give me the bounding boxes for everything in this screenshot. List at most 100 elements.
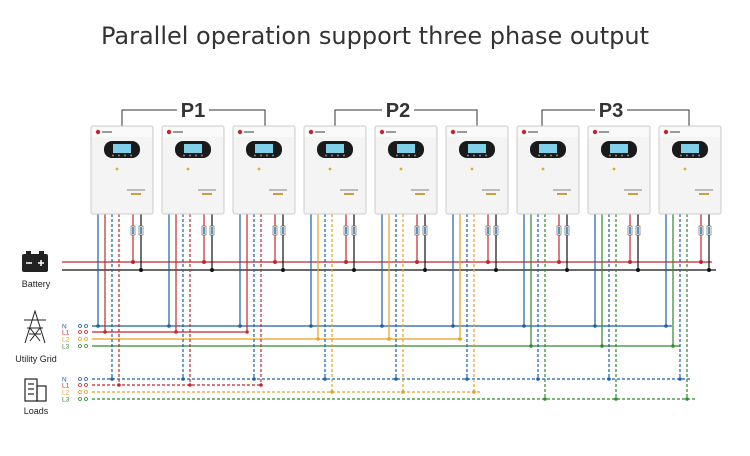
panel-button (331, 154, 333, 157)
status-led (257, 167, 261, 171)
inverter-unit (587, 125, 651, 215)
status-led (612, 167, 616, 171)
junction-dot (316, 337, 320, 341)
group-bracket-left (334, 109, 382, 126)
junction-dot (664, 324, 668, 328)
junction-dot (210, 268, 214, 272)
panel-button (254, 154, 256, 157)
status-led (328, 167, 332, 171)
brand-name (457, 131, 467, 133)
panel-button (538, 154, 540, 157)
junction-dot (415, 260, 419, 264)
load-line-label-l1: L1 (62, 383, 70, 390)
inverter-body (445, 125, 509, 215)
panel-button (627, 154, 629, 157)
panel-button (272, 154, 274, 157)
terminal-dot (78, 337, 82, 341)
junction-dot (252, 377, 256, 381)
panel-button (195, 154, 197, 157)
spec-label (624, 189, 642, 191)
junction-dot (451, 324, 455, 328)
building-main (24, 378, 38, 402)
junction-dot (323, 377, 327, 381)
junction-dot (614, 397, 618, 401)
junction-dot (259, 383, 263, 387)
spec-label (131, 193, 141, 195)
lcd-screen (397, 144, 415, 153)
junction-dot (472, 390, 476, 394)
junction-dot (671, 344, 675, 348)
spec-label (127, 189, 145, 191)
panel-button (396, 154, 398, 157)
load-line-label-n: N (62, 377, 67, 384)
junction-dot (273, 260, 277, 264)
spec-label (628, 193, 638, 195)
terminal-dot (78, 390, 82, 394)
brand-logo-icon (592, 129, 598, 135)
brand-name (386, 131, 396, 133)
junction-dot (685, 397, 689, 401)
tower-icon (24, 309, 46, 344)
junction-dot (188, 383, 192, 387)
group-bracket-right (627, 109, 690, 126)
panel-button (621, 154, 623, 157)
inverter-top (589, 127, 649, 137)
inverter-body (232, 125, 296, 215)
terminal-dot (78, 344, 82, 348)
brand-logo-icon (166, 129, 172, 135)
panel-button (692, 154, 694, 157)
inverter-body (587, 125, 651, 215)
inverter-top (305, 127, 365, 137)
spec-label (269, 189, 287, 191)
inverter-top (163, 127, 223, 137)
panel-button (485, 154, 487, 157)
panel-button (325, 154, 327, 157)
inverter-unit (445, 125, 509, 215)
junction-dot (167, 324, 171, 328)
junction-dot (96, 324, 100, 328)
terminal-dot (78, 324, 82, 328)
junction-dot (593, 324, 597, 328)
panel-button (260, 154, 262, 157)
lcd-screen (610, 144, 628, 153)
brand-logo-icon (379, 129, 385, 135)
junction-dot (565, 268, 569, 272)
grid-line-label-n: N (62, 324, 67, 331)
panel-button (201, 154, 203, 157)
inverter-unit (516, 125, 580, 215)
junction-dot (139, 268, 143, 272)
junction-dot (380, 324, 384, 328)
brand-logo-icon (663, 129, 669, 135)
junction-dot (394, 377, 398, 381)
inverter-top (376, 127, 436, 137)
lcd-screen (113, 144, 131, 153)
status-led (683, 167, 687, 171)
battery-terminal (26, 251, 31, 254)
panel-button (479, 154, 481, 157)
terminal-dot (78, 377, 82, 381)
panel-button (615, 154, 617, 157)
brand-name (315, 131, 325, 133)
group-bracket-right (414, 109, 478, 126)
grid-line-label-l1: L1 (62, 330, 70, 337)
spec-label (557, 193, 567, 195)
panel-button (112, 154, 114, 157)
brand-name (670, 131, 680, 133)
panel-button (550, 154, 552, 157)
panel-button (266, 154, 268, 157)
spec-label (699, 193, 709, 195)
junction-dot (281, 268, 285, 272)
spec-label (340, 189, 358, 191)
junction-dot (202, 260, 206, 264)
terminal-dot (78, 330, 82, 334)
spec-label (198, 189, 216, 191)
panel-button (556, 154, 558, 157)
junction-dot (245, 330, 249, 334)
inverter-top (447, 127, 507, 137)
brand-logo-icon (450, 129, 456, 135)
group-bracket-right (209, 109, 266, 126)
inverter-top (234, 127, 294, 137)
inverter-unit (658, 125, 722, 215)
grid-line-label-l2: L2 (62, 337, 70, 344)
